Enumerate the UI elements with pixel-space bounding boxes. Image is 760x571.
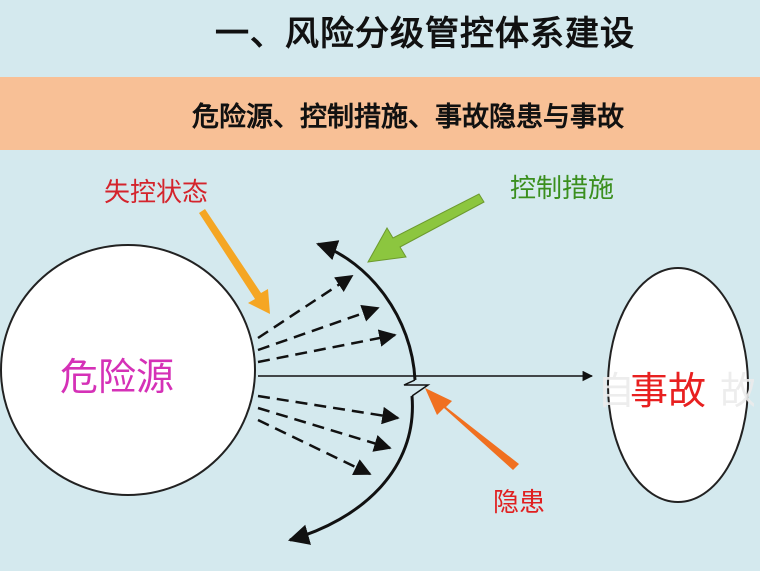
dashed-arrow (257, 406, 392, 452)
subtitle: 危险源、控制措施、事故隐患与事故 (192, 102, 624, 133)
accident-ghost-left-label: 自 (597, 369, 636, 413)
hazard-label: 危险源 (60, 355, 175, 399)
loss-of-control-label: 失控状态 (104, 178, 209, 208)
hidden-danger-arrow (425, 388, 519, 470)
control-measures-label: 控制措施 (510, 174, 615, 204)
dashed-arrow (257, 394, 400, 425)
hazard-circle (0, 244, 256, 496)
dashed-arrow (257, 329, 397, 364)
barrier-curve-top (316, 240, 417, 381)
accident-ghost-right-label: 故 (720, 369, 754, 413)
hidden-danger-label: 隐患 (493, 488, 546, 518)
dashed-arrow (257, 418, 372, 476)
barrier-curve-bottom (287, 395, 414, 545)
slide-title: 一、风险分级管控体系建设 (215, 14, 635, 54)
control-measures-arrow (367, 193, 485, 263)
barrier-break (403, 379, 431, 397)
dashed-arrow (257, 274, 354, 340)
subtitle-band (0, 77, 760, 150)
accident-oval (607, 267, 749, 503)
loss-of-control-arrow (199, 209, 270, 314)
accident-label: 事故 (630, 369, 707, 413)
dashed-arrow (257, 304, 380, 352)
